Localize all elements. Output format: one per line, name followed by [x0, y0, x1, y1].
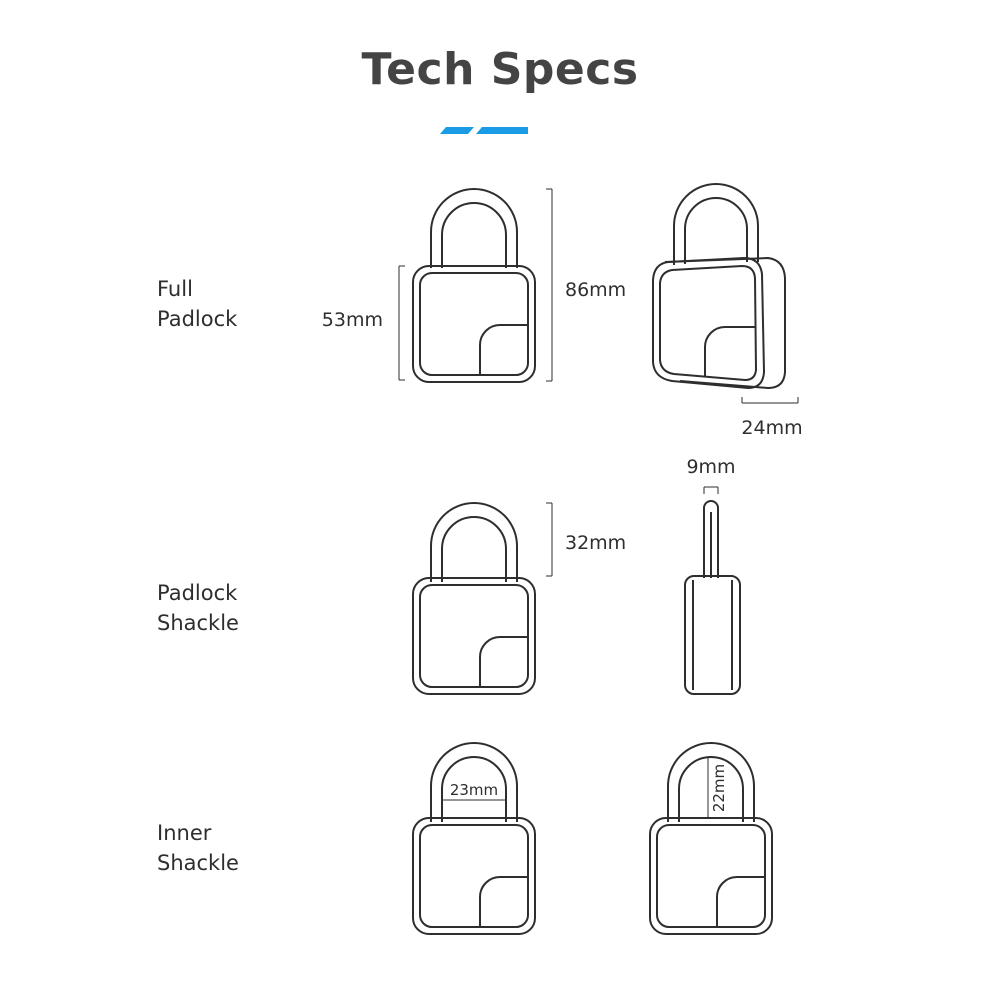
shackle-side: [703, 500, 719, 578]
dim-body-height: [398, 265, 405, 381]
body-front-inner: [659, 264, 758, 382]
sensor-corner: [479, 324, 528, 375]
padlock-side-view: [684, 500, 741, 695]
dim-depth: [741, 397, 799, 404]
accent-stripe-left: [440, 127, 474, 134]
padlock-front-inner-height: [649, 742, 773, 935]
body-outer: [412, 265, 536, 383]
row-label-padlock-shackle: Padlock Shackle: [157, 578, 239, 638]
sensor-corner: [704, 326, 755, 377]
shackle-outline: [430, 188, 518, 268]
shackle-outline: [430, 742, 518, 822]
padlock-front-full: [412, 188, 536, 383]
body-side: [664, 256, 786, 390]
dim-label-depth: 24mm: [741, 417, 802, 439]
dim-label-shackle-diameter: 9mm: [686, 456, 735, 478]
dim-shackle-diameter: [703, 486, 719, 494]
body-side: [684, 575, 741, 695]
dim-label-shackle-height: 32mm: [565, 532, 626, 554]
dim-label-inner-height: 22mm: [710, 764, 728, 812]
sensor-corner: [716, 876, 765, 927]
body-outer: [412, 577, 536, 695]
row-label-inner-shackle: Inner Shackle: [157, 818, 239, 878]
dim-label-inner-width: 23mm: [450, 781, 498, 799]
shackle-outline: [430, 502, 518, 582]
row-label-line1: Full: [157, 277, 193, 301]
sensor-corner: [479, 876, 528, 927]
row-label-full-padlock: Full Padlock: [157, 274, 237, 334]
row-label-line2: Shackle: [157, 611, 239, 635]
shackle-outline: [667, 742, 755, 822]
accent-stripe-right: [476, 127, 528, 134]
sensor-corner: [479, 636, 528, 687]
page-title: Tech Specs: [361, 44, 639, 95]
padlock-front-inner-width: [412, 742, 536, 935]
dim-shackle-height: [546, 502, 553, 577]
dim-total-height: [546, 188, 553, 382]
body-front-outer: [652, 256, 766, 390]
padlock-front-shackle: [412, 502, 536, 695]
dim-label-body-height: 53mm: [322, 309, 383, 331]
body-outer: [412, 817, 536, 935]
padlock-perspective-full: [652, 183, 786, 390]
row-label-line2: Shackle: [157, 851, 239, 875]
dim-label-total-height: 86mm: [565, 279, 626, 301]
body-outer: [649, 817, 773, 935]
row-label-line2: Padlock: [157, 307, 238, 331]
row-label-line1: Padlock: [157, 581, 238, 605]
shackle-outline: [673, 183, 759, 265]
row-label-line1: Inner: [157, 821, 212, 845]
title-accent-stripe: [440, 127, 528, 134]
